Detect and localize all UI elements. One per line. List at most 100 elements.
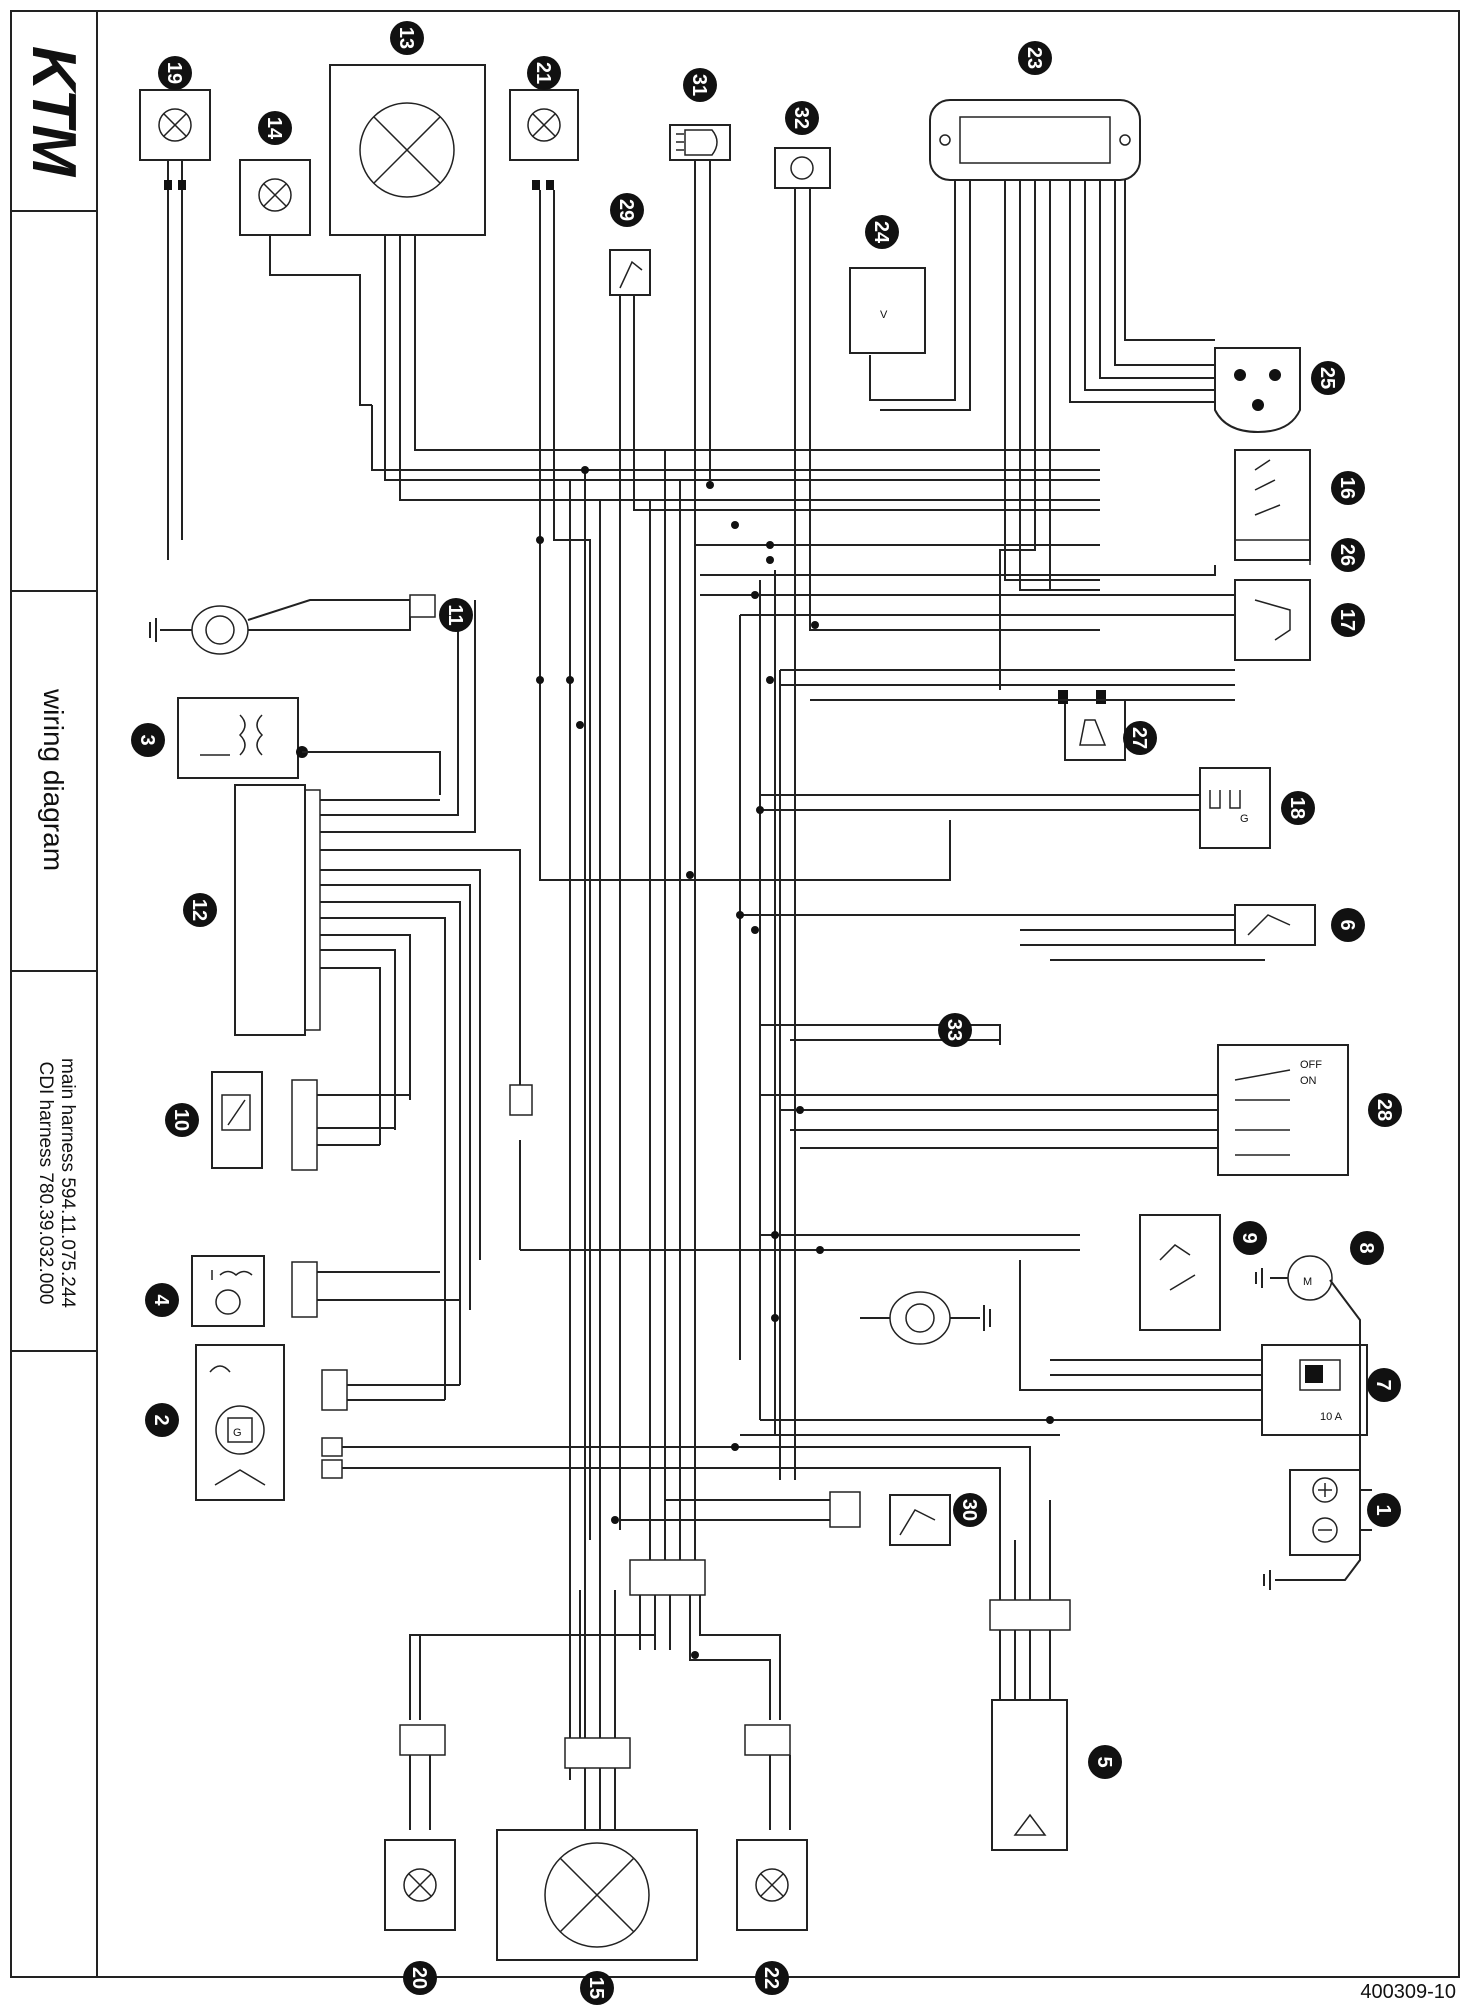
component-number: 7 — [1372, 1379, 1394, 1390]
alternator-label: G — [233, 1427, 242, 1439]
component-16 — [1234, 449, 1311, 561]
drawing-frame — [10, 10, 1460, 1978]
component-number-badge: 23 — [1018, 41, 1052, 75]
component-number-badge: 10 — [165, 1103, 199, 1137]
component-number: 20 — [408, 1967, 430, 1989]
component-number: 22 — [760, 1967, 782, 1989]
component-number: 27 — [1128, 727, 1150, 749]
component-number: 14 — [263, 117, 285, 140]
title-separator — [10, 590, 96, 592]
component-number-badge: 2 — [145, 1403, 179, 1437]
component-number-badge: 8 — [1350, 1231, 1384, 1265]
component-number: 24 — [870, 221, 892, 244]
component-number-badge: 25 — [1311, 361, 1345, 395]
component-10 — [211, 1071, 318, 1171]
component-number-badge: 5 — [1088, 1745, 1122, 1779]
component-number: 29 — [615, 199, 637, 221]
component-number: 5 — [1093, 1756, 1115, 1767]
component-number-badge: 17 — [1331, 603, 1365, 637]
component-number-badge: 32 — [785, 101, 819, 135]
component-11 — [149, 594, 436, 655]
component-9 — [1139, 1214, 1221, 1331]
motor-label: M — [1303, 1276, 1312, 1288]
component-number: 2 — [150, 1414, 172, 1425]
component-number: 21 — [532, 62, 554, 84]
component-number: 13 — [395, 27, 417, 49]
component-18 — [1199, 767, 1271, 849]
component-22 — [736, 1839, 808, 1931]
component-14 — [239, 159, 311, 236]
component-17 — [1234, 579, 1311, 661]
component-13 — [329, 64, 486, 236]
component-number-badge: 31 — [683, 68, 717, 102]
component-26 — [1235, 539, 1311, 565]
component-number-badge: 27 — [1123, 721, 1157, 755]
component-number: 26 — [1336, 544, 1358, 566]
component-number-badge: 24 — [865, 215, 899, 249]
component-number-badge: 16 — [1331, 471, 1365, 505]
on-label: ON — [1300, 1075, 1317, 1087]
component-12 — [234, 784, 321, 1036]
component-number: 23 — [1023, 47, 1045, 69]
component-3 — [177, 697, 308, 779]
component-number: 32 — [790, 107, 812, 129]
component-number-badge: 28 — [1368, 1093, 1402, 1127]
component-8 — [1255, 1255, 1333, 1301]
component-number-badge: 11 — [439, 598, 473, 632]
title-separator — [10, 1350, 96, 1352]
component-19 — [139, 89, 211, 190]
component-number: 6 — [1336, 919, 1358, 930]
component-28 — [1217, 1044, 1349, 1176]
component-number: 12 — [188, 899, 210, 921]
component-number: 33 — [943, 1019, 965, 1041]
component-number: 1 — [1372, 1504, 1394, 1515]
component-number-badge: 18 — [1281, 791, 1315, 825]
component-number-badge: 29 — [610, 193, 644, 227]
component-2 — [195, 1344, 348, 1501]
component-number-badge: 3 — [131, 723, 165, 757]
component-number: 3 — [136, 734, 158, 745]
component-1 — [1289, 1469, 1372, 1556]
component-number-badge: 22 — [755, 1961, 789, 1995]
component-23 — [929, 99, 1141, 181]
component-number-badge: 4 — [145, 1283, 179, 1317]
component-number-badge: 9 — [1233, 1221, 1267, 1255]
component-29 — [609, 249, 651, 296]
component-32 — [774, 147, 831, 189]
component-number-badge: 1 — [1367, 1493, 1401, 1527]
voltmeter-label: V — [880, 309, 888, 321]
component-number: 15 — [585, 1977, 607, 1999]
title-block: KTM wiring diagram main harness 594.11.0… — [10, 10, 98, 1978]
component-number-badge: 12 — [183, 893, 217, 927]
title-separator — [10, 970, 96, 972]
component-number-badge: 15 — [580, 1971, 614, 2005]
component-15 — [496, 1829, 698, 1961]
component-number: 10 — [170, 1109, 192, 1131]
component-7 — [1261, 1344, 1368, 1436]
ground-icon — [860, 1291, 991, 1345]
fuse-label: 10 A — [1320, 1411, 1343, 1423]
component-number: 8 — [1355, 1242, 1377, 1253]
component-number-badge: 26 — [1331, 538, 1365, 572]
component-21 — [509, 89, 579, 190]
drawing-number: 400309-10 — [1360, 1981, 1456, 2003]
component-number: 25 — [1316, 367, 1338, 389]
title-separator — [10, 210, 96, 212]
component-number-badge: 33 — [938, 1013, 972, 1047]
component-25 — [1214, 347, 1301, 434]
component-number-badge: 21 — [527, 56, 561, 90]
component-number-badge: 13 — [390, 21, 424, 55]
component-4 — [191, 1255, 318, 1327]
component-20 — [384, 1839, 456, 1931]
component-number-badge: 6 — [1331, 908, 1365, 942]
component-6 — [1234, 904, 1316, 946]
component-5 — [989, 1599, 1071, 1851]
component-31 — [669, 124, 731, 161]
component-number: 28 — [1373, 1099, 1395, 1121]
off-label: OFF — [1300, 1059, 1322, 1071]
junction-dots — [536, 466, 1054, 1659]
component-number: 30 — [958, 1499, 980, 1521]
component-number: 11 — [444, 604, 466, 625]
component-number-badge: 30 — [953, 1493, 987, 1527]
